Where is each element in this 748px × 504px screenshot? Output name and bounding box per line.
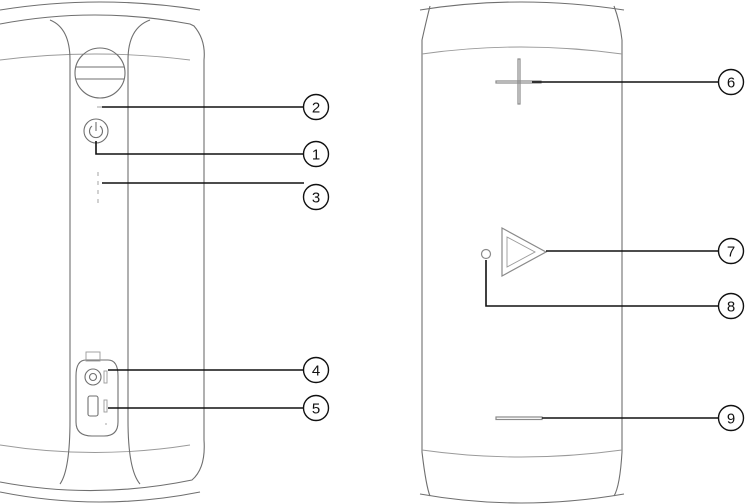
strap-loop-icon	[75, 48, 125, 98]
callout-1-number: 1	[312, 147, 320, 164]
speaker-body-outline	[0, 15, 204, 491]
callout-9: 9	[719, 406, 744, 431]
top-cap-edge-right	[420, 2, 624, 10]
bottom-cap-edge	[0, 492, 200, 502]
leader-lines	[96, 82, 718, 418]
callout-4: 4	[304, 358, 329, 383]
power-button-icon	[84, 119, 108, 143]
callout-3-number: 3	[312, 190, 320, 207]
top-cap-edge	[0, 2, 200, 10]
usb-charging-port	[88, 396, 107, 424]
callout-2-number: 2	[312, 100, 320, 117]
speaker-front-inner	[422, 47, 622, 457]
speaker-body-inner	[0, 54, 190, 453]
callout-layer: 1 2 3 4 5 6 7 8 9	[304, 70, 744, 431]
callout-3: 3	[304, 185, 329, 210]
callout-4-number: 4	[312, 363, 320, 380]
aux-input-port	[85, 369, 107, 385]
speaker-back-view	[0, 2, 204, 502]
center-strap	[50, 20, 150, 484]
callout-7: 7	[719, 239, 744, 264]
bottom-cap-edge-right	[420, 494, 624, 503]
callout-7-number: 7	[727, 244, 735, 261]
callout-8: 8	[719, 294, 744, 319]
callout-6: 6	[719, 70, 744, 95]
callout-6-number: 6	[727, 75, 735, 92]
speaker-front-view	[420, 2, 624, 503]
callout-9-number: 9	[727, 411, 735, 428]
callout-1: 1	[304, 142, 329, 167]
pairing-indicator-light	[482, 250, 491, 259]
volume-down-icon	[496, 417, 542, 420]
callout-5: 5	[304, 396, 329, 421]
callout-2: 2	[304, 95, 329, 120]
callout-5-number: 5	[312, 401, 320, 418]
port-cover	[76, 360, 118, 436]
callout-8-number: 8	[727, 299, 735, 316]
play-pause-icon	[502, 228, 546, 276]
